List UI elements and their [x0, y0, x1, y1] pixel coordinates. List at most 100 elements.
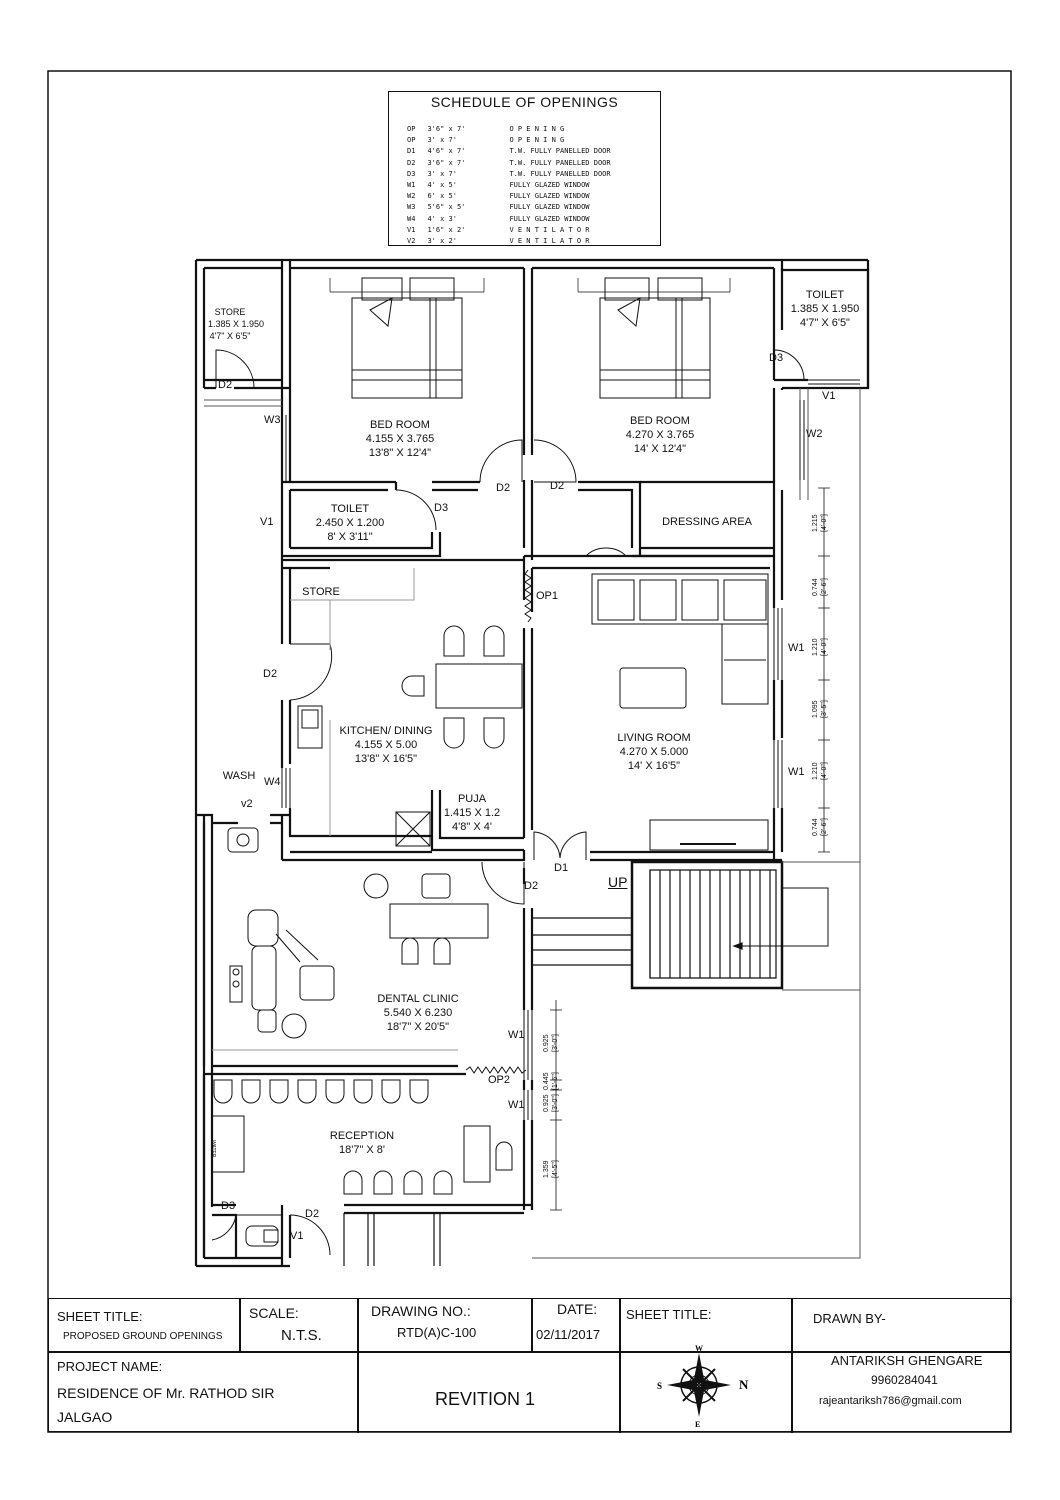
dimension-lines	[550, 487, 830, 1211]
room-kitchen: KITCHEN/ DINING 4.155 X 5.00 13'8" X 16'…	[330, 724, 442, 766]
tag-op1: OP1	[536, 590, 559, 602]
reception-chair	[213, 1079, 233, 1104]
room-dim-imperial: 13'8" X 16'5"	[354, 753, 418, 765]
schedule-code: D1	[407, 147, 416, 156]
schedule-size: 3' x 7'	[427, 169, 457, 178]
room-name: TOILET	[805, 289, 845, 301]
room-dim-metric: 4.155 X 5.00	[354, 739, 418, 751]
tag-w4: W4	[264, 776, 281, 788]
staircase	[532, 860, 829, 990]
title-block-divider	[791, 1299, 793, 1433]
room-dim-imperial: 13'8" X 12'4"	[368, 447, 432, 459]
schedule-size: 4' x 5'	[427, 181, 457, 190]
schedule-size: 4' x 3'	[427, 214, 457, 223]
room-dim-imperial: 18'7" X 8'	[338, 1144, 386, 1156]
schedule-code: W2	[407, 192, 416, 201]
reception-chair	[373, 1170, 393, 1195]
compass-e: E	[695, 1420, 700, 1429]
room-name: LIVING ROOM	[617, 732, 691, 744]
schedule-desc: T.W. FULLY PANELLED DOOR	[509, 169, 611, 178]
schedule-code: W4	[407, 214, 416, 223]
dimension-metric: 0.445	[543, 1072, 550, 1090]
schedule-code: D3	[407, 169, 416, 178]
room-dim-imperial: 4'7" X 6'5"	[209, 331, 251, 341]
dimension-metric: 1.210	[812, 762, 819, 780]
tag-d3-bottom: D3	[221, 1200, 236, 1212]
sheet-title2-label: SHEET TITLE:	[626, 1307, 712, 1322]
reception-chair	[433, 1170, 453, 1195]
room-dim-metric: 4.270 X 3.765	[625, 429, 695, 441]
dimension-imperial: [2'-6"]	[821, 578, 828, 596]
revision-label: REVITION 1	[435, 1389, 536, 1409]
dimension-imperial: [3'-0"]	[552, 1094, 559, 1112]
dimension-metric: 1.095	[812, 700, 819, 718]
dimension-metric: 0.744	[812, 578, 819, 596]
room-name: KITCHEN/ DINING	[339, 725, 433, 737]
title-block-divider	[49, 1351, 1010, 1353]
room-name: STORE	[214, 307, 246, 317]
room-bed2: BED ROOM 4.270 X 3.765 14' X 12'4"	[600, 414, 720, 456]
dimension-imperial: [4'-0"]	[821, 762, 828, 780]
reception-chair	[241, 1079, 261, 1104]
room-name: STORE	[302, 586, 340, 598]
dimension-metric: 0.925	[543, 1034, 550, 1052]
title-block-divider	[619, 1299, 621, 1433]
schedule-desc: FULLY GLAZED WINDOW	[509, 203, 590, 212]
title-block-divider	[531, 1299, 533, 1351]
door-swings	[211, 349, 805, 1256]
tag-d3-toilet-top: D3	[769, 352, 784, 364]
room-toilet-top: TOILET 1.385 X 1.950 4'7" X 6'5"	[784, 288, 866, 330]
room-dim-imperial: 4'7" X 6'5"	[800, 317, 850, 329]
water-label: WATER	[210, 1140, 216, 1158]
reception-chair	[343, 1170, 363, 1195]
room-dim-metric: 4.155 X 3.765	[365, 433, 435, 445]
schedule-title: SCHEDULE OF OPENINGS	[430, 94, 619, 110]
compass-s: S	[657, 1381, 662, 1391]
room-dim-imperial: 18'7" X 20'5"	[386, 1021, 450, 1033]
tag-w1-living-b: W1	[788, 766, 805, 778]
room-bed1: BED ROOM 4.155 X 3.765 13'8" X 12'4"	[340, 418, 460, 460]
schedule-code: D2	[407, 158, 416, 167]
room-name: BED ROOM	[370, 419, 430, 431]
room-dim-imperial: 4'8" X 4'	[452, 821, 492, 833]
tag-v1-toilet-top: V1	[822, 390, 836, 402]
date-label: DATE:	[557, 1301, 598, 1317]
room-dim-metric: 5.540 X 6.230	[383, 1007, 453, 1019]
tag-w1-clinic-a: W1	[508, 1029, 525, 1041]
compass-icon: N S W E	[657, 1344, 749, 1429]
title-block: SHEET TITLE: PROPOSED GROUND OPENINGS SC…	[48, 1298, 1011, 1433]
schedule-row: D3 3' x 7' T.W. FULLY PANELLED DOOR	[407, 169, 617, 180]
room-dim-metric: 1.415 X 1.2	[443, 807, 501, 819]
room-name: DRESSING AREA	[662, 516, 752, 528]
tag-v1-bottom: V1	[290, 1230, 304, 1242]
dimension-imperial: [4'-0"]	[821, 514, 828, 532]
room-store-top: STORE 1.385 X 1.950 4'7" X 6'5"	[208, 306, 264, 342]
tag-v2: V2	[241, 798, 253, 810]
dimension-imperial: [1'-6"]	[552, 1072, 559, 1090]
reception-chair	[269, 1079, 289, 1104]
project-line2: JALGAO	[57, 1409, 113, 1425]
schedule-desc: O P E N I N G	[509, 125, 565, 133]
date-value: 02/11/2017	[536, 1327, 601, 1342]
sheet-border	[47, 70, 1012, 1433]
schedule-desc: FULLY GLAZED WINDOW	[509, 192, 590, 201]
author-phone: 9960284041	[871, 1373, 938, 1387]
author-name: ANTARIKSH GHENGARE	[831, 1353, 983, 1368]
tag-v1-toilet-mid: V1	[260, 516, 274, 528]
schedule-code: OP	[407, 125, 416, 133]
reception-chair	[353, 1079, 373, 1104]
room-name: RECEPTION	[329, 1130, 395, 1142]
room-dim-imperial: 8' X 3'11"	[327, 531, 373, 543]
room-dim-imperial: 14' X 12'4"	[633, 443, 687, 455]
title-block-divider	[357, 1299, 359, 1433]
room-dim-imperial: 14' X 16'5"	[627, 760, 681, 772]
room-name: DENTAL CLINIC	[377, 993, 459, 1005]
schedule-desc: V E N T I L A T O R	[509, 225, 590, 234]
reception-chair	[409, 1079, 429, 1104]
room-dim-metric: 1.385 X 1.950	[790, 303, 860, 315]
